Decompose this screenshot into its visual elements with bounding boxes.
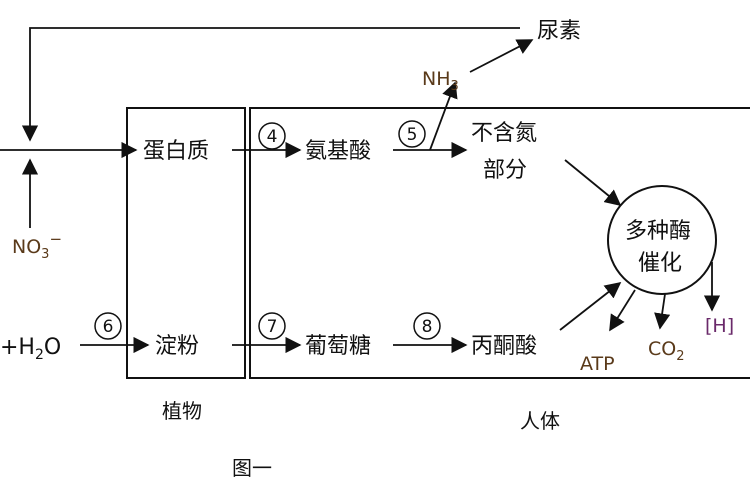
nitrate-main: NO [12,236,41,258]
nh3-subscript: 3 [451,79,459,94]
amino-acid-label: 氨基酸 [305,139,371,164]
nh3-to-urea-arrow [469,39,534,73]
co2-label: CO2 [648,338,685,364]
water-label: +H2O [0,335,61,363]
non-nitrogen-line1: 不含氮 [471,121,537,146]
step-7-label: 7 [267,317,278,337]
co2-main: CO [648,338,676,360]
human-box [249,107,750,379]
figure-caption: 图一 [232,456,272,480]
nh3-main: NH [422,68,451,90]
plant-label: 植物 [162,399,202,423]
step-6: 6 [94,312,122,340]
water-subscript: 2 [35,347,44,363]
atp-label: ATP [580,353,615,375]
nitrate-subscript: 3 [41,247,49,262]
starch-label: 淀粉 [155,334,199,359]
enzyme-line1: 多种酶 [625,219,691,244]
non-nitrogen-line2: 部分 [483,158,527,183]
step-5-label: 5 [407,125,418,145]
co2-subscript: 2 [676,349,684,364]
step-7: 7 [258,312,286,340]
plant-box [126,107,246,379]
glucose-label: 葡萄糖 [305,334,371,359]
pyruvate-label: 丙酮酸 [471,334,537,359]
enzyme-to-co2-arrow [654,293,671,330]
aminoacid-to-nh3-arrow [429,81,458,151]
enzyme-line2: 催化 [638,251,682,276]
step-4: 4 [258,122,286,150]
enzyme-circle [607,185,717,295]
nh3-label: NH3 [422,68,459,94]
water-suffix: O [44,335,61,360]
enzyme-to-atp-arrow [609,289,636,332]
nitrate-label: NO3− [12,230,62,262]
water-prefix: +H [0,335,35,360]
pyruvate-to-enzyme-arrow [559,282,622,331]
protein-label: 蛋白质 [143,139,209,164]
step-8-label: 8 [422,317,433,337]
nitrate-superscript: − [49,230,62,248]
human-label: 人体 [520,409,560,433]
step-5: 5 [398,120,426,148]
urea-label: 尿素 [537,19,581,44]
step-4-label: 4 [267,127,278,147]
nonnitrogen-to-enzyme-arrow [564,159,622,207]
step-6-label: 6 [103,317,114,337]
urea-return-path [21,27,520,142]
step-8: 8 [413,312,441,340]
h-label: [H] [705,315,734,337]
